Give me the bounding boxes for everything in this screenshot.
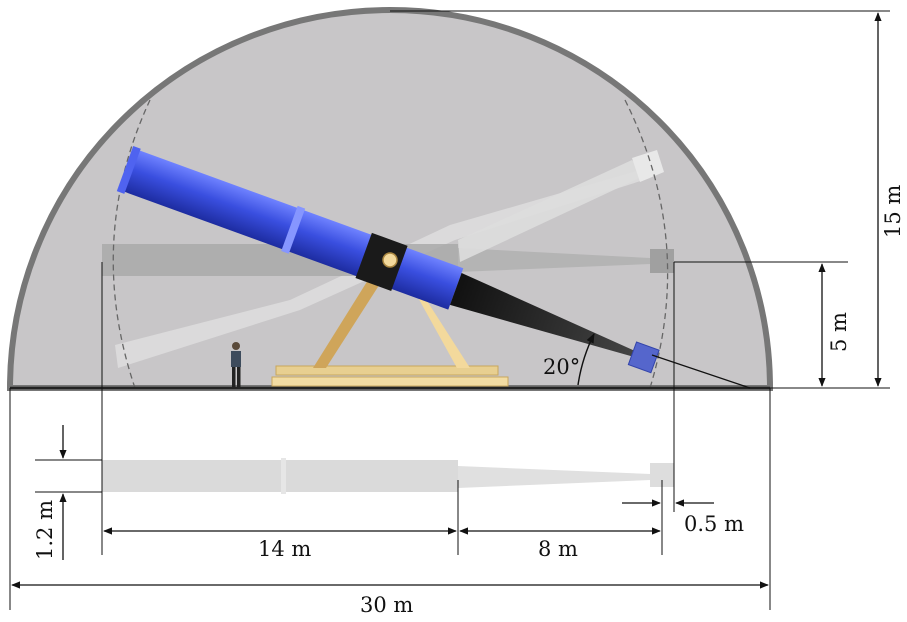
pivot-height-label: 5 m: [827, 312, 851, 352]
telescope-side-view: [102, 458, 674, 494]
cone-length-label: 8 m: [538, 537, 578, 561]
ghost-telescope-upper: [458, 150, 664, 262]
dome-shell: [6, 7, 774, 391]
dome-height-label: 15 m: [881, 185, 905, 238]
box-size-label: 0.5 m: [684, 512, 744, 536]
person-figure: [231, 342, 241, 387]
pivot-joint: [382, 252, 398, 268]
dome-width-label: 30 m: [360, 593, 413, 617]
tube-diameter-label: 1.2 m: [33, 500, 57, 560]
angle-reference-line: [651, 354, 751, 389]
angle-label: 20°: [543, 355, 580, 379]
tube-length-label: 14 m: [258, 537, 311, 561]
angle-arc: [577, 333, 595, 386]
